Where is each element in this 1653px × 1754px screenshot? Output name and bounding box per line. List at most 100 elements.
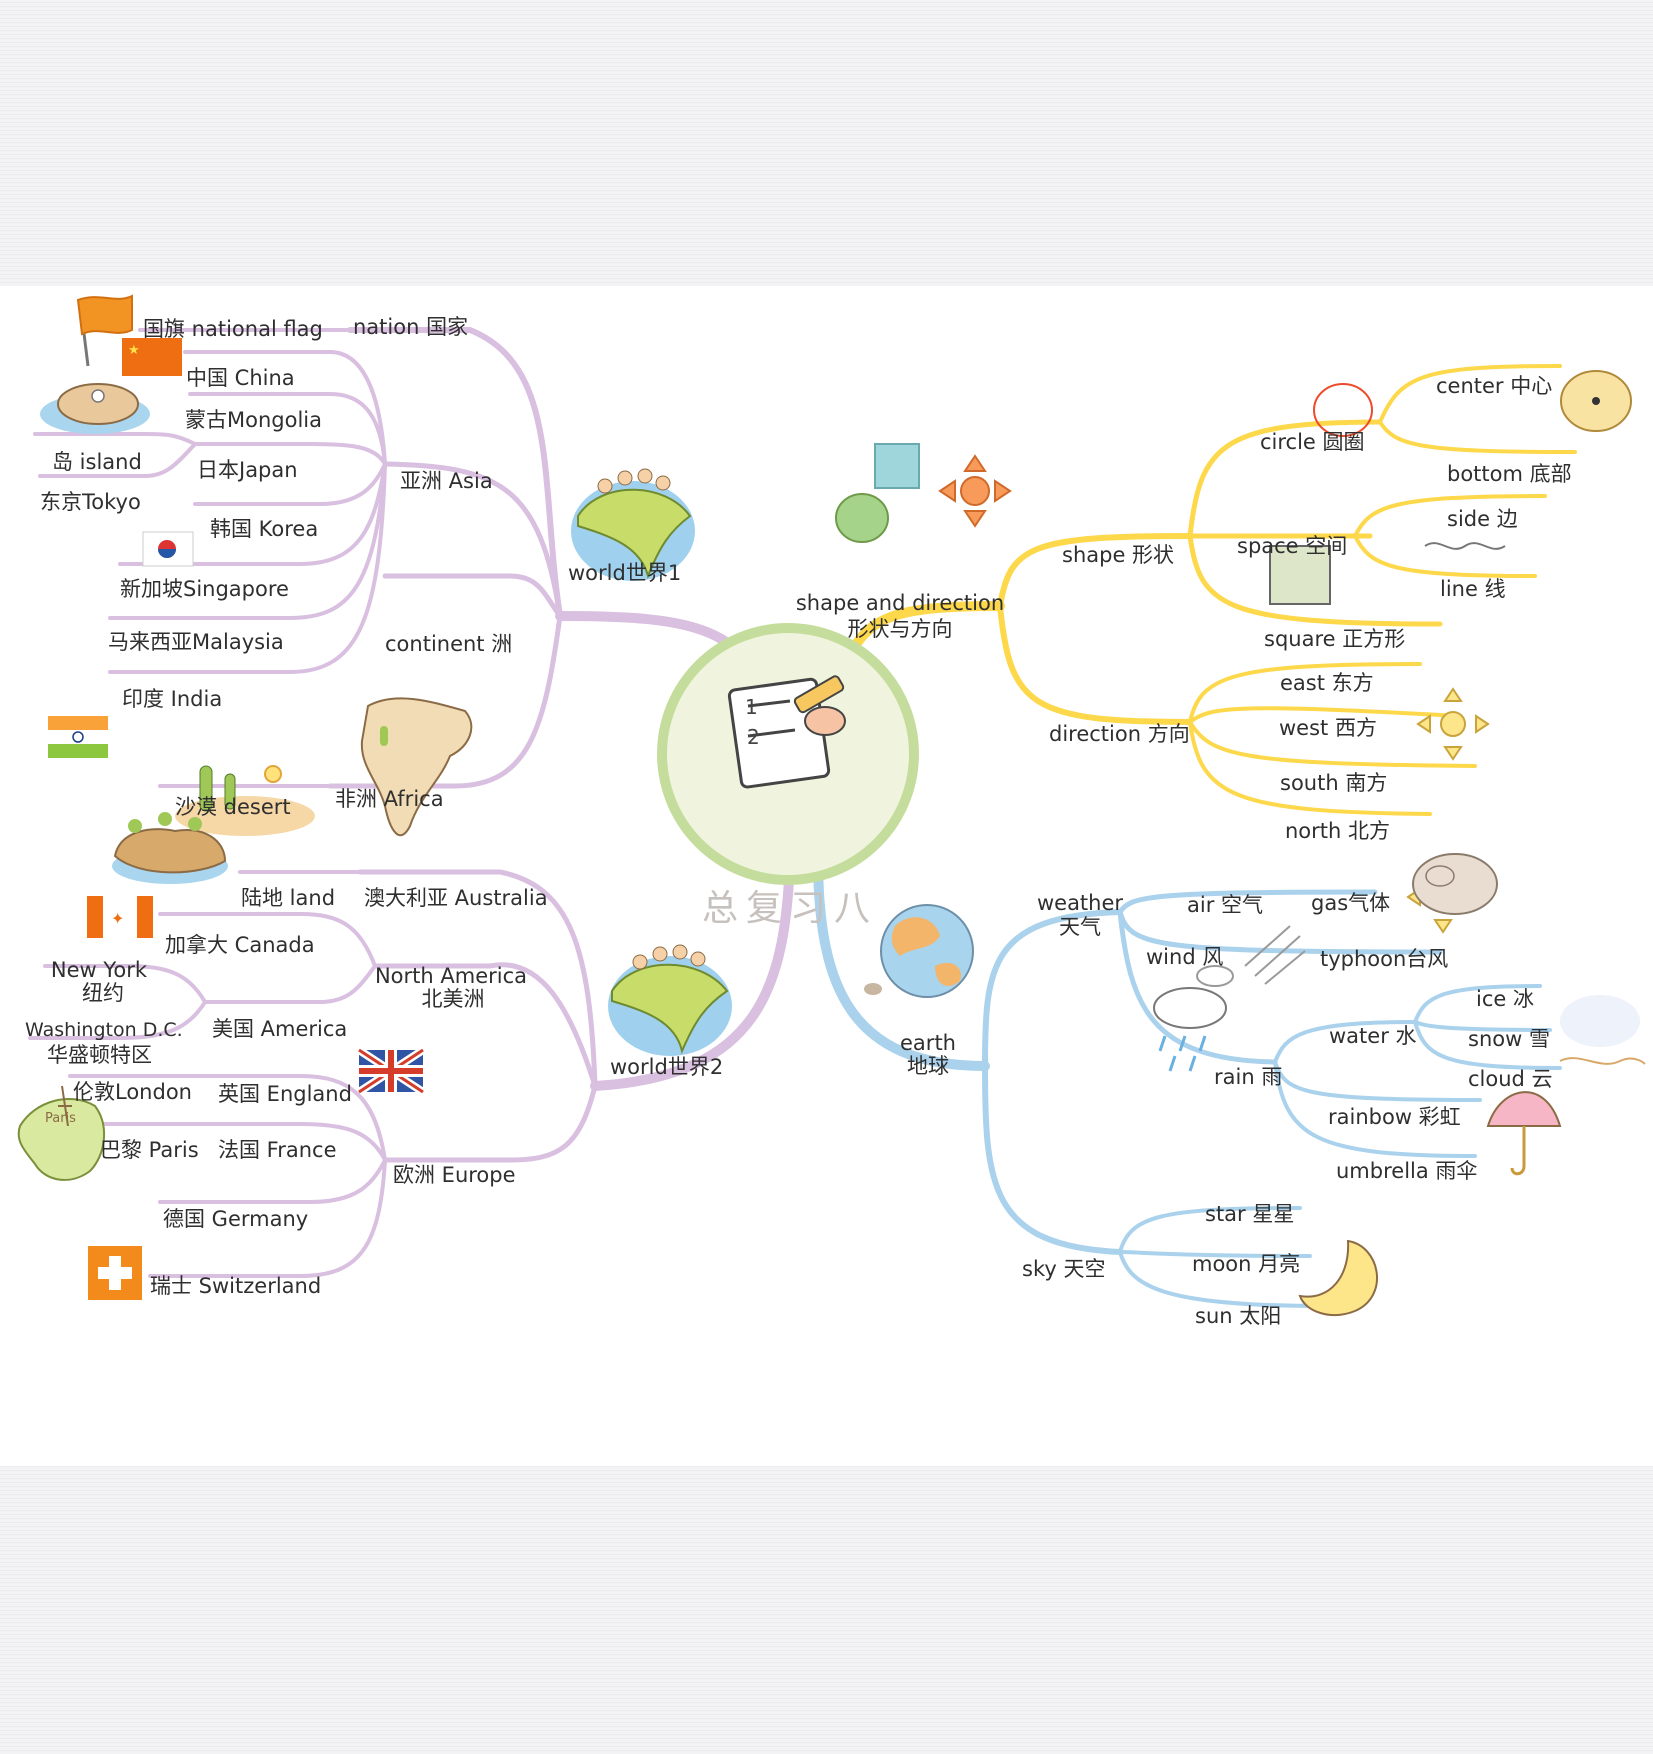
branch-world2-lines [28, 856, 795, 1278]
link-circle-bottom [1378, 420, 1577, 454]
svg-text:1: 1 [745, 695, 758, 719]
world1-label: world世界1 [568, 561, 682, 585]
link-circle-center [1378, 364, 1562, 424]
korea-label: 韩国 Korea [210, 517, 319, 541]
london-label: 伦敦London [73, 1080, 192, 1104]
link-sky-moon [1118, 1250, 1312, 1258]
center-title: 总复习八 [701, 888, 879, 929]
link-rain-water [1273, 1020, 1417, 1064]
link-world1-continent [382, 573, 563, 619]
link-rain-rainbow [1273, 1060, 1482, 1102]
link-weather-air [1117, 889, 1378, 915]
africa-icon [360, 697, 473, 837]
korea-flag-icon [142, 531, 194, 567]
link-asia-singapore [118, 462, 387, 566]
mind-map-svg: 1 2 ★ [17, 294, 1646, 1316]
link-europe-germany [158, 1158, 387, 1204]
air-label: air 空气 [1187, 893, 1264, 917]
link-earth-sky [982, 1063, 1123, 1255]
center-dot-icon [1560, 370, 1632, 432]
umbrella-icon [1486, 1091, 1562, 1176]
star-label: star 星星 [1205, 1202, 1295, 1226]
earth-icon [864, 904, 974, 998]
shape-label: shape 形状 [1062, 543, 1175, 567]
orange-flag-icon [76, 294, 133, 367]
branch-shape-lines [850, 364, 1577, 816]
west-label: west 西方 [1279, 716, 1377, 740]
link-europe-england [68, 1074, 387, 1162]
square-icon [1269, 545, 1331, 605]
link-weather-wind [1117, 909, 1443, 955]
paris-sign-text: Paris [45, 1111, 76, 1126]
north-america-label: North America [374, 964, 528, 988]
side-label: side 边 [1447, 507, 1518, 531]
england-label: 英国 England [218, 1082, 352, 1106]
link-weather-rain [1117, 909, 1278, 1065]
link-shape-main [997, 533, 1193, 609]
link-asia-malaysia [108, 462, 387, 620]
link-water-cloud [1413, 1020, 1562, 1070]
link-center-earth [813, 861, 990, 1071]
earth-cn-label: 地球 [907, 1054, 949, 1078]
china-flag-icon: ★ [122, 338, 182, 376]
rain-label: rain 雨 [1214, 1065, 1283, 1089]
sun-label: sun 太阳 [1195, 1304, 1282, 1328]
mind-map-canvas: 1 2 ★ [0, 286, 1653, 1466]
land-label: 陆地 land [241, 886, 336, 910]
snow-label: snow 雪 [1468, 1027, 1550, 1051]
wind-label: wind 风 [1146, 945, 1224, 969]
link-shape-circle [1187, 419, 1383, 539]
south-label: south 南方 [1280, 771, 1388, 795]
new-york-cn-label: 纽约 [82, 981, 124, 1005]
link-japan-island [33, 432, 197, 446]
gas-cloud-icon [1412, 853, 1498, 915]
link-center-world2 [590, 856, 795, 1091]
notepad-pencil-icon: 1 2 [727, 675, 846, 789]
globe-people-icon [608, 944, 732, 1056]
continent-label: continent 洲 [385, 632, 513, 656]
link-world1-africa [327, 613, 563, 789]
bottom-label: bottom 底部 [1447, 462, 1572, 486]
link-center-shape [850, 601, 1005, 651]
link-world2-australia [357, 869, 598, 1089]
link-asia-mongolia [188, 392, 387, 466]
link-asia-korea [193, 462, 387, 506]
germany-label: 德国 Germany [163, 1207, 309, 1231]
cloud-label: cloud 云 [1468, 1067, 1553, 1091]
desert-label: 沙漠 desert [175, 795, 291, 819]
center-label: center 中心 [1436, 374, 1553, 398]
svg-text:★: ★ [128, 343, 140, 358]
malaysia-label: 马来西亚Malaysia [108, 630, 284, 654]
typhoon-label: typhoon台风 [1320, 947, 1449, 971]
water-label: water 水 [1329, 1024, 1417, 1048]
link-rain-umbrella [1273, 1060, 1477, 1158]
moon-label: moon 月亮 [1192, 1252, 1301, 1276]
link-world1-trunk [347, 327, 563, 619]
link-america-newyork [43, 964, 207, 1004]
svg-text:2: 2 [747, 725, 760, 749]
square-label: square 正方形 [1264, 627, 1406, 651]
weather-cn-label: 天气 [1059, 915, 1101, 939]
link-shape-square [1187, 533, 1443, 627]
tokyo-label: 东京Tokyo [40, 490, 141, 514]
india-flag-icon [48, 716, 108, 758]
link-na-america [203, 964, 377, 1004]
direction-label: direction 方向 [1049, 722, 1190, 746]
compass-icon [1416, 687, 1490, 761]
snow-cloud-icon [1559, 995, 1646, 1065]
ice-label: ice 冰 [1476, 987, 1534, 1011]
umbrella-label: umbrella 雨伞 [1336, 1159, 1478, 1183]
india-label: 印度 India [122, 687, 223, 711]
paris-label: 巴黎 Paris [100, 1138, 199, 1162]
link-asia-india [108, 462, 387, 674]
europe-label: 欧洲 Europe [393, 1163, 516, 1187]
arrows-icon [938, 454, 1012, 528]
link-asia-japan [193, 442, 387, 466]
north-label: north 北方 [1285, 819, 1391, 843]
world2-label: world世界2 [610, 1055, 724, 1079]
nation-label: nation 国家 [353, 315, 469, 339]
link-dir-north [1188, 720, 1432, 816]
america-label: 美国 America [212, 1017, 348, 1041]
space-label: space 空间 [1237, 534, 1348, 558]
line-label: line 线 [1440, 577, 1506, 601]
